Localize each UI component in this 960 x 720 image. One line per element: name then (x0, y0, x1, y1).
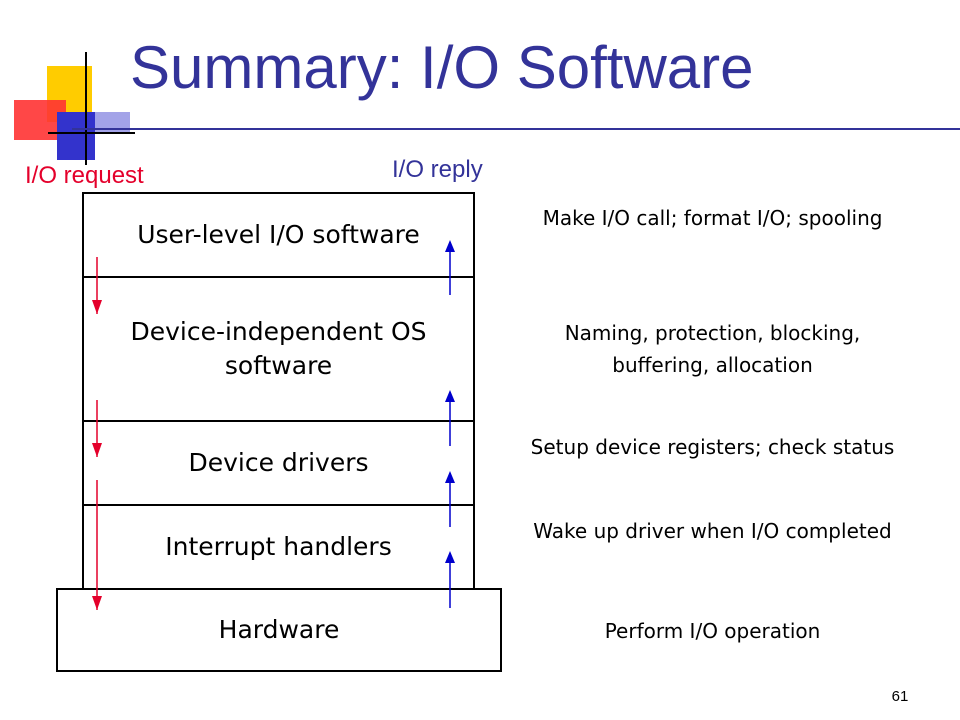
layer-device-independent: Device-independent OS software (82, 276, 475, 422)
description-device-independent: Naming, protection, blocking, buffering,… (564, 321, 861, 377)
layer-interrupt-handlers: Interrupt handlers (82, 504, 475, 590)
layer-label: Device drivers (188, 448, 369, 478)
description-interrupt-handlers: Wake up driver when I/O completed (533, 519, 892, 543)
layer-user-level: User-level I/O software (82, 192, 475, 278)
layer-device-drivers: Device drivers (82, 420, 475, 506)
title-underline (72, 128, 960, 130)
slide-title: Summary: I/O Software (130, 34, 754, 101)
description-device-drivers: Setup device registers; check status (530, 435, 895, 459)
io-request-label: I/O request (25, 162, 144, 189)
layer-label: Hardware (218, 615, 340, 645)
decorative-squares-logo (14, 52, 135, 165)
layer-label: Device-independent OS software (130, 317, 427, 380)
layer-hardware: Hardware (56, 588, 502, 672)
io-reply-label: I/O reply (392, 156, 483, 183)
layer-label: Interrupt handlers (165, 532, 392, 562)
layer-label: User-level I/O software (137, 220, 420, 250)
description-user-level: Make I/O call; format I/O; spooling (542, 206, 883, 230)
page-number: 61 (891, 688, 909, 705)
description-hardware: Perform I/O operation (604, 619, 821, 643)
